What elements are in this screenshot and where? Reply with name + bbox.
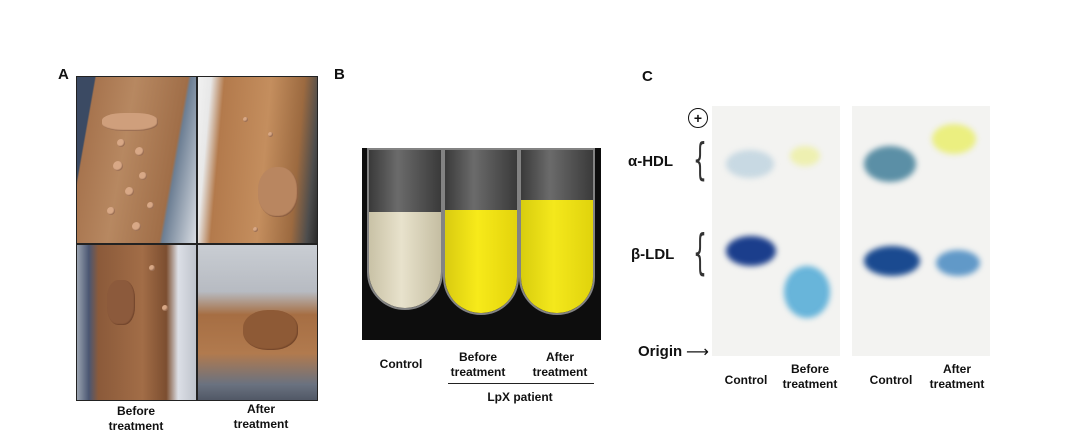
gel-strip-right bbox=[852, 106, 990, 356]
lane-label-control-1: Control bbox=[724, 373, 768, 387]
band-after-yellow bbox=[932, 124, 976, 154]
band-control-ldl bbox=[726, 236, 776, 266]
photo-before-elbow bbox=[76, 76, 197, 244]
alpha-hdl-label: α-HDL bbox=[628, 153, 674, 170]
panel-c-letter: C bbox=[642, 68, 653, 85]
band-before-lpx bbox=[784, 266, 830, 318]
photo-after-elbow bbox=[197, 76, 318, 244]
lane-label-control-2: Control bbox=[869, 373, 913, 387]
gel-strip-left bbox=[712, 106, 840, 356]
positive-electrode-icon: + bbox=[688, 108, 708, 128]
panel-b-letter: B bbox=[334, 66, 345, 83]
photo-before-arm bbox=[76, 244, 197, 401]
lane-label-before: Before treatment bbox=[782, 362, 838, 391]
tube-label-control: Control bbox=[379, 357, 423, 371]
lpx-group-line bbox=[448, 383, 594, 384]
panel-a-letter: A bbox=[58, 66, 69, 83]
tube-control bbox=[367, 148, 443, 310]
lpx-group-label: LpX patient bbox=[487, 390, 553, 404]
caption-after-treatment: After treatment bbox=[233, 402, 289, 431]
band-before-yellow bbox=[790, 146, 820, 166]
band-after-ldl bbox=[936, 250, 980, 276]
origin-arrow-icon: ⟶ bbox=[686, 344, 709, 361]
band-control-hdl bbox=[726, 150, 774, 178]
tube-label-after: After treatment bbox=[532, 350, 588, 379]
band-control-ldl-2 bbox=[864, 246, 920, 276]
origin-label: Origin bbox=[638, 343, 683, 360]
lane-label-after: After treatment bbox=[929, 362, 985, 391]
alpha-brace-icon: { bbox=[693, 134, 707, 185]
caption-before-treatment: Before treatment bbox=[108, 404, 164, 433]
tube-photo bbox=[362, 148, 601, 340]
beta-ldl-label: β-LDL bbox=[631, 246, 675, 263]
beta-brace-icon: { bbox=[693, 224, 707, 281]
band-control-hdl-2 bbox=[864, 146, 916, 182]
photo-after-arm bbox=[197, 244, 318, 401]
tube-before-treatment bbox=[443, 148, 519, 315]
tube-after-treatment bbox=[519, 148, 595, 315]
tube-label-before: Before treatment bbox=[450, 350, 506, 379]
